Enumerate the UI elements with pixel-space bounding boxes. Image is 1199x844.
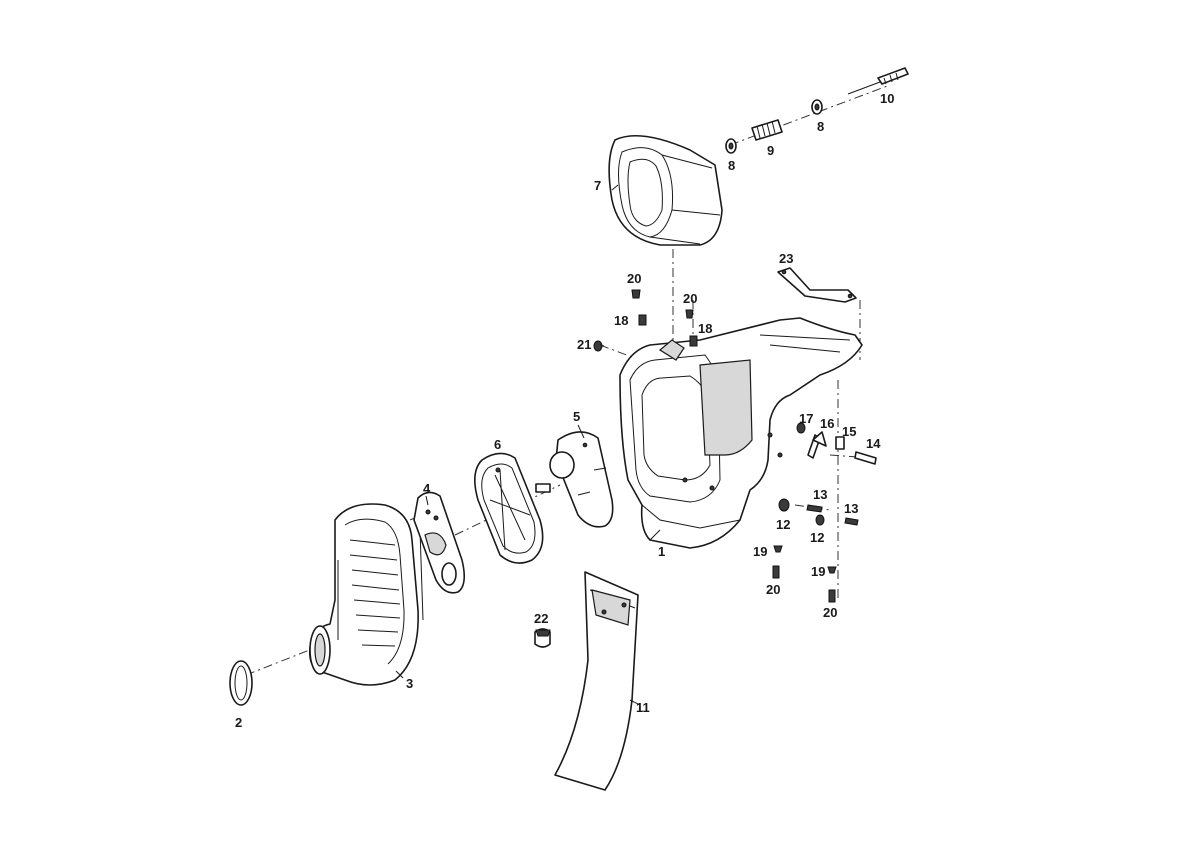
callout-1: 1 <box>658 544 665 559</box>
callout-18b: 18 <box>698 321 712 336</box>
callout-6: 6 <box>494 437 501 452</box>
part-ring-2 <box>229 660 253 706</box>
part-grommet-22 <box>534 628 551 648</box>
callout-23: 23 <box>779 251 793 266</box>
part-main-housing-1 <box>619 317 863 549</box>
part-deflector-11 <box>554 571 639 791</box>
callout-16: 16 <box>820 416 834 431</box>
part-cone-cover-7 <box>608 134 723 246</box>
callout-17: 17 <box>799 411 813 426</box>
callout-14: 14 <box>866 436 881 451</box>
callout-12b: 12 <box>810 530 824 545</box>
callout-labels: 1 2 3 4 5 6 7 8 8 9 10 11 12 12 13 13 14… <box>235 91 894 730</box>
callout-13b: 13 <box>844 501 858 516</box>
callout-12a: 12 <box>776 517 790 532</box>
callout-20d: 20 <box>823 605 837 620</box>
part-washer-8a <box>725 138 737 154</box>
callout-leaders <box>395 184 661 706</box>
callout-15: 15 <box>842 424 856 439</box>
callout-20a: 20 <box>627 271 641 286</box>
callout-2: 2 <box>235 715 242 730</box>
callout-4: 4 <box>423 481 431 496</box>
callout-3: 3 <box>406 676 413 691</box>
callout-8b: 8 <box>817 119 824 134</box>
callout-13a: 13 <box>813 487 827 502</box>
part-fan-housing-6 <box>474 452 551 564</box>
part-spring-9 <box>751 119 783 141</box>
part-plate-4 <box>413 491 466 594</box>
callout-10: 10 <box>880 91 894 106</box>
callout-22: 22 <box>534 611 548 626</box>
callout-20b: 20 <box>683 291 697 306</box>
part-shaft-10 <box>847 67 909 95</box>
callout-19a: 19 <box>753 544 767 559</box>
part-intake-housing-3 <box>308 503 424 686</box>
part-disk-5 <box>549 431 614 528</box>
callout-7: 7 <box>594 178 601 193</box>
part-bracket-23 <box>777 267 857 303</box>
part-washer-8b <box>811 99 823 115</box>
fasteners <box>593 289 877 603</box>
callout-8a: 8 <box>728 158 735 173</box>
callout-11: 11 <box>636 700 650 715</box>
callout-20c: 20 <box>766 582 780 597</box>
callout-5: 5 <box>573 409 580 424</box>
callout-18a: 18 <box>614 313 628 328</box>
callout-21: 21 <box>577 337 591 352</box>
callout-19b: 19 <box>811 564 825 579</box>
callout-9: 9 <box>767 143 774 158</box>
